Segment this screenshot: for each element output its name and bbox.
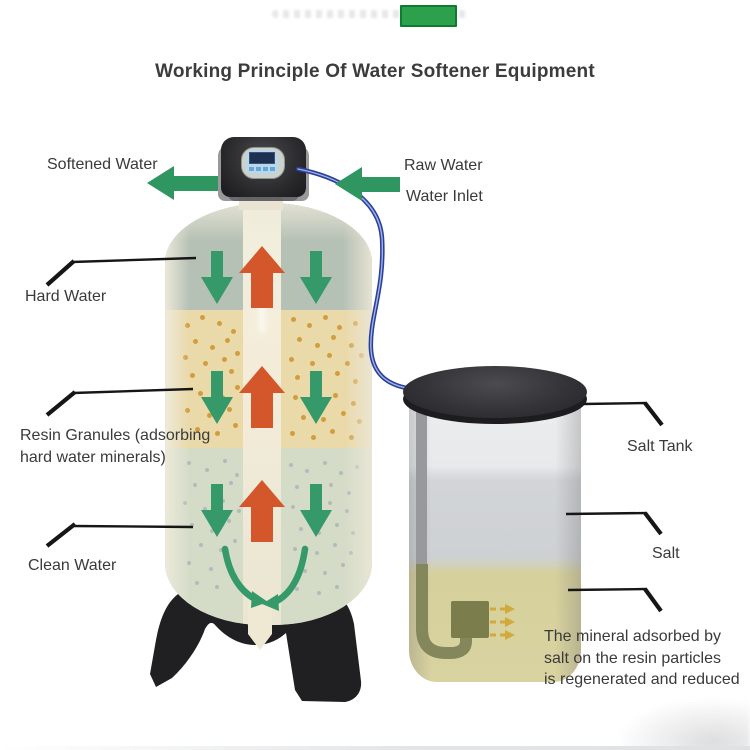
tank-sheen xyxy=(165,203,372,625)
valve-lcd xyxy=(249,152,275,164)
label-water-inlet: Water Inlet xyxy=(406,188,483,205)
valve-button xyxy=(263,167,268,171)
regeneration-note-line2: salt on the resin particles xyxy=(544,649,721,667)
label-resin-granules: Resin Granules (adsorbing hard water min… xyxy=(20,425,210,469)
valve-button xyxy=(249,167,254,171)
pointer-clean-water xyxy=(45,522,77,548)
label-clean-water: Clean Water xyxy=(28,557,117,574)
pointer-salt-tank xyxy=(643,401,664,427)
diagram-title: Working Principle Of Water Softener Equi… xyxy=(155,61,595,82)
label-resin-granules-line2: hard water minerals) xyxy=(20,449,166,466)
valve-button xyxy=(256,167,261,171)
valve-button xyxy=(270,167,275,171)
pointer-hard-water xyxy=(45,259,76,287)
softener-tank xyxy=(165,203,372,625)
label-resin-granules-line1: Resin Granules (adsorbing xyxy=(20,427,211,444)
pointer-resin xyxy=(45,390,77,417)
label-hard-water: Hard Water xyxy=(25,288,107,305)
regeneration-note-line3: is regenerated and reduced xyxy=(544,671,740,688)
regeneration-note-line1: The mineral adsorbed by xyxy=(544,628,721,645)
label-softened-water: Softened Water xyxy=(47,156,158,173)
bottom-edge-strip xyxy=(0,746,750,750)
label-salt-tank: Salt Tank xyxy=(627,438,693,455)
label-salt: Salt xyxy=(652,545,680,562)
pointer-salt xyxy=(643,511,663,536)
pointer-note xyxy=(643,587,663,613)
raw-water-arrow xyxy=(335,167,400,201)
watermark-smudge xyxy=(272,10,467,18)
corner-texture xyxy=(618,698,750,750)
green-badge xyxy=(400,5,457,27)
pointer-salt-tank xyxy=(582,401,648,406)
clean-water-dots xyxy=(165,203,169,207)
salt-tank-lid xyxy=(403,366,587,418)
label-regeneration-note: The mineral adsorbed by salt on the resi… xyxy=(544,626,740,691)
label-raw-water: Raw Water xyxy=(404,157,483,174)
